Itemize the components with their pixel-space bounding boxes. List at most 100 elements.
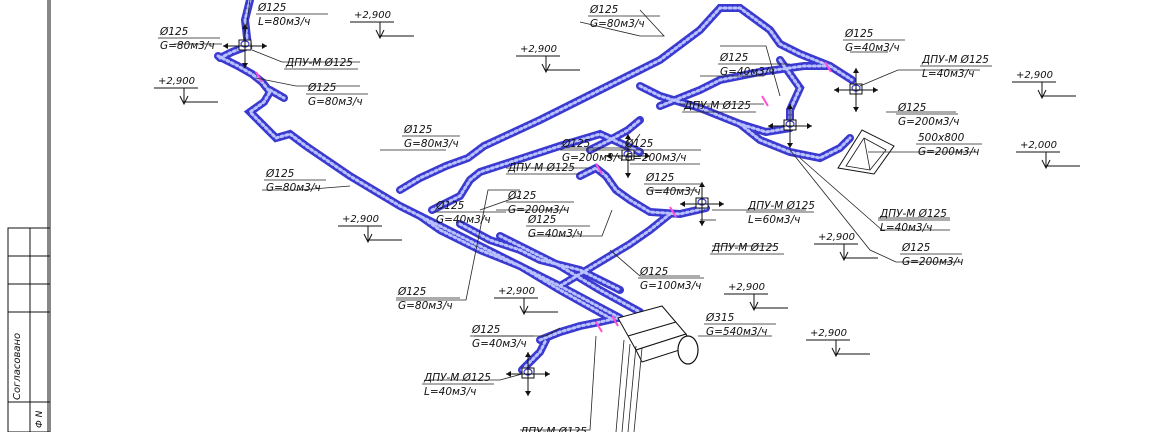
annotation-text: L=40м3/ч [424,386,476,398]
annotation-text: Ø125 [257,2,287,14]
level-mark-icon: +2,900 [724,282,788,312]
annotation-text: G=200м3/ч [625,152,686,164]
level-text: +2,900 [498,286,535,297]
annotation-text: ДПУ-М Ø125 [879,208,947,220]
annotation-text: L=40м3/ч [922,68,974,80]
annotation-text: Ø125 [307,82,337,94]
duct-segment-ribs [638,84,792,134]
annotation-text: G=80м3/ч [160,40,215,52]
annotation-text: G=80м3/ч [404,138,459,150]
duct-network-highlight [216,0,854,372]
annotation-text: Ø125 [624,138,654,150]
annotation-text: ДПУ-М Ø125 [285,57,353,69]
annotation-label: ДПУ-М Ø125 [506,162,580,175]
duct-segment-ribs [738,122,852,160]
stamp-label-small: Ф N [35,410,45,428]
duct-segment-ribs [216,54,622,320]
level-mark-icon: +2,900 [516,44,580,74]
duct-segment-ribs [458,222,622,292]
level-text: +2,900 [1016,70,1053,81]
annotation-text: L=60м3/ч [748,214,800,226]
level-mark-icon: +2,900 [494,286,558,316]
annotation-text: Ø315 [705,312,735,324]
diffuser-icon [834,68,878,112]
diffuser-icon [223,24,267,68]
annotation-text: G=200м3/ч [902,256,963,268]
annotation-text: Ø125 [397,286,427,298]
duct-segment-ribs [418,214,612,320]
annotation-text: Ø125 [645,172,675,184]
annotation-label: ДПУ-М Ø125 [519,426,587,436]
level-text: +2,900 [158,76,195,87]
level-mark-icon: +2,900 [350,10,414,40]
annotation-text: G=200м3/ч [898,116,959,128]
annotation-text: Ø125 [639,266,669,278]
annotation-text: Ø125 [719,52,749,64]
annotation-text: G=200м3/ч [918,146,979,158]
damper-marks [255,61,832,333]
duct-segment-ribs [658,64,832,108]
annotation-text: Ø125 [507,190,537,202]
level-marks: +2,900 +2,900 +2,900 +2,900 +2,900 +2,900 +2,9… [154,10,1080,358]
duct-segment-ribs [498,234,642,314]
annotation-text: Ø125 [897,102,927,114]
annotation-text: G=80м3/ч [266,182,321,194]
level-mark-icon: +2,900 [338,214,402,244]
stamp-label-main: Согласовано [12,333,23,400]
level-text: +2,900 [354,10,391,21]
level-mark-icon: +2,900 [806,328,870,358]
annotation-text: Ø125 [527,214,557,226]
air-handler-body [615,305,699,433]
annotation-text: G=80м3/ч [308,96,363,108]
annotation-text: G=200м3/ч [508,204,569,216]
annotation-text: Ø125 [901,242,931,254]
annotation-text: Ø125 [435,200,465,212]
annotation-text: G=40м3/ч [528,228,583,240]
level-mark-icon: +2,900 [814,232,878,262]
annotation-text: G=40м3/ч [646,186,701,198]
annotation-text: G=100м3/ч [640,280,701,292]
annotation-text: G=40м3/ч [436,214,491,226]
annotation-text: ДПУ-М Ø125 [683,100,751,112]
duct-segment-ribs [430,132,642,212]
annotation-text: Ø125 [159,26,189,38]
annotation-text: Ø125 [561,138,591,150]
level-mark-icon: +2,000 [1016,140,1080,170]
diffuser-icon [606,134,650,178]
annotation-text: G=40м3/ч [845,42,900,54]
annotation-text: Ø125 [471,324,501,336]
duct-segment-ribs [538,316,620,342]
air-grille-icon [837,129,895,175]
annotation-label: ДПУ-М Ø125 [284,57,358,70]
level-text: +2,900 [342,214,379,225]
annotation-label: ДПУ-М Ø125 [682,100,756,113]
annotation-text: Ø125 [589,4,619,16]
annotation-text: Ø125 [844,28,874,40]
annotation-text: G=200м3/ч [562,152,623,164]
